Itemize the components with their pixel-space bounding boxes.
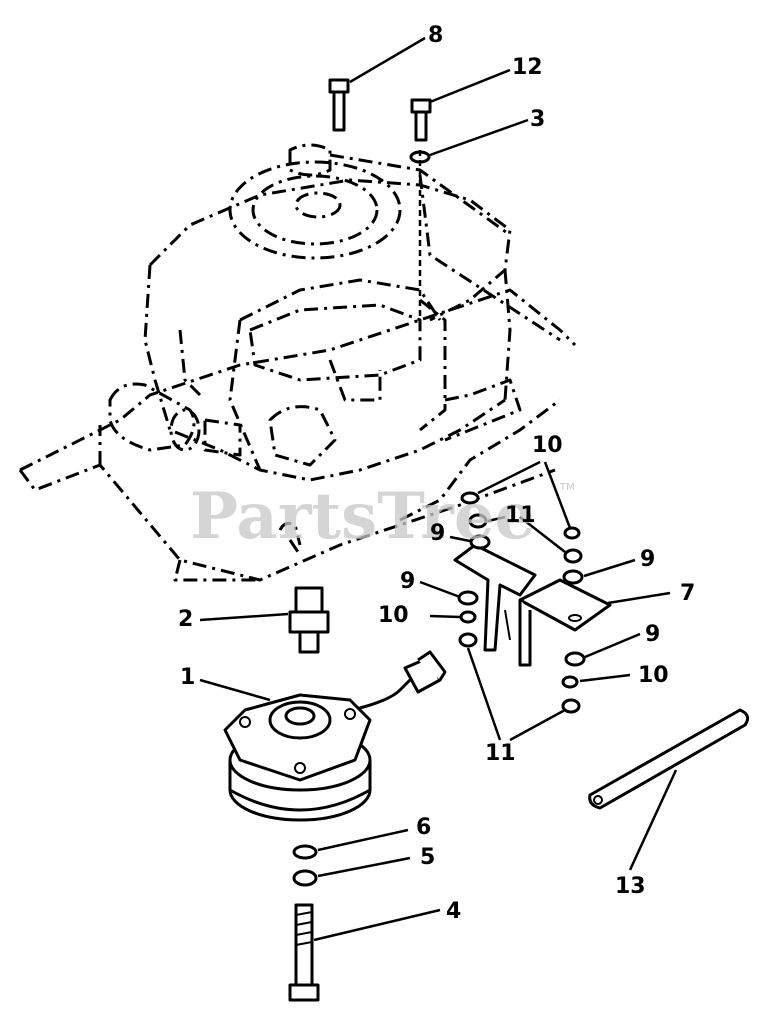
- callout-7: 7: [680, 581, 695, 606]
- washer-6: [292, 844, 318, 860]
- hardware-stack: [457, 491, 586, 714]
- callout-10b: 10: [378, 603, 409, 628]
- callout-10c: 10: [638, 663, 669, 688]
- callout-11a: 11: [505, 503, 536, 528]
- switch-2: [288, 586, 330, 654]
- callout-9b: 9: [640, 547, 655, 572]
- callout-13: 13: [615, 874, 646, 899]
- callout-4: 4: [446, 899, 461, 924]
- bolt-8: [328, 78, 350, 132]
- callout-3: 3: [530, 107, 545, 132]
- callout-1: 1: [180, 665, 195, 690]
- callout-9d: 9: [645, 622, 660, 647]
- callout-9a: 9: [430, 521, 445, 546]
- callout-9c: 9: [400, 569, 415, 594]
- clutch-1: [223, 650, 447, 822]
- washer-5: [292, 869, 318, 887]
- callout-8: 8: [428, 23, 443, 48]
- callout-5: 5: [420, 845, 435, 870]
- callout-6: 6: [416, 815, 431, 840]
- callout-2: 2: [178, 607, 193, 632]
- watermark: PartsTree: [190, 479, 535, 554]
- callout-10a: 10: [532, 433, 563, 458]
- engine-phantom: [18, 143, 577, 582]
- bar-13: [588, 708, 750, 810]
- bolt-4: [288, 903, 320, 1002]
- watermark-tm: TM: [559, 482, 575, 493]
- callout-12: 12: [512, 55, 543, 80]
- leader-lines: [199, 36, 678, 942]
- bracket-7: [453, 543, 612, 667]
- callout-11b: 11: [485, 741, 516, 766]
- bolt-12: [410, 98, 432, 142]
- callout-labels: 8 12 3 10 11 9 9 9 10 7 9 10 11 2 1 6 5 …: [178, 23, 695, 924]
